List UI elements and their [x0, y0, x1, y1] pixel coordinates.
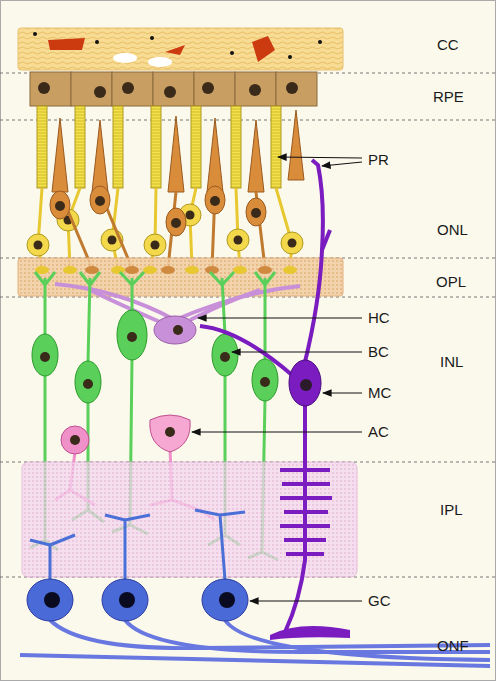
cell-label: BC	[368, 344, 389, 361]
cell-label: PR	[368, 152, 389, 169]
layer-label: OPL	[436, 274, 466, 291]
cell-label: GC	[368, 593, 391, 610]
layer-label: RPE	[433, 89, 464, 106]
layer-label: IPL	[440, 502, 463, 519]
layer-label: INL	[440, 354, 463, 371]
layer-label: ONF	[437, 638, 469, 655]
layer-label: ONL	[437, 222, 468, 239]
cell-label: AC	[368, 424, 389, 441]
cell-label: HC	[368, 310, 390, 327]
layer-label: CC	[437, 37, 459, 54]
cell-label: MC	[368, 385, 391, 402]
